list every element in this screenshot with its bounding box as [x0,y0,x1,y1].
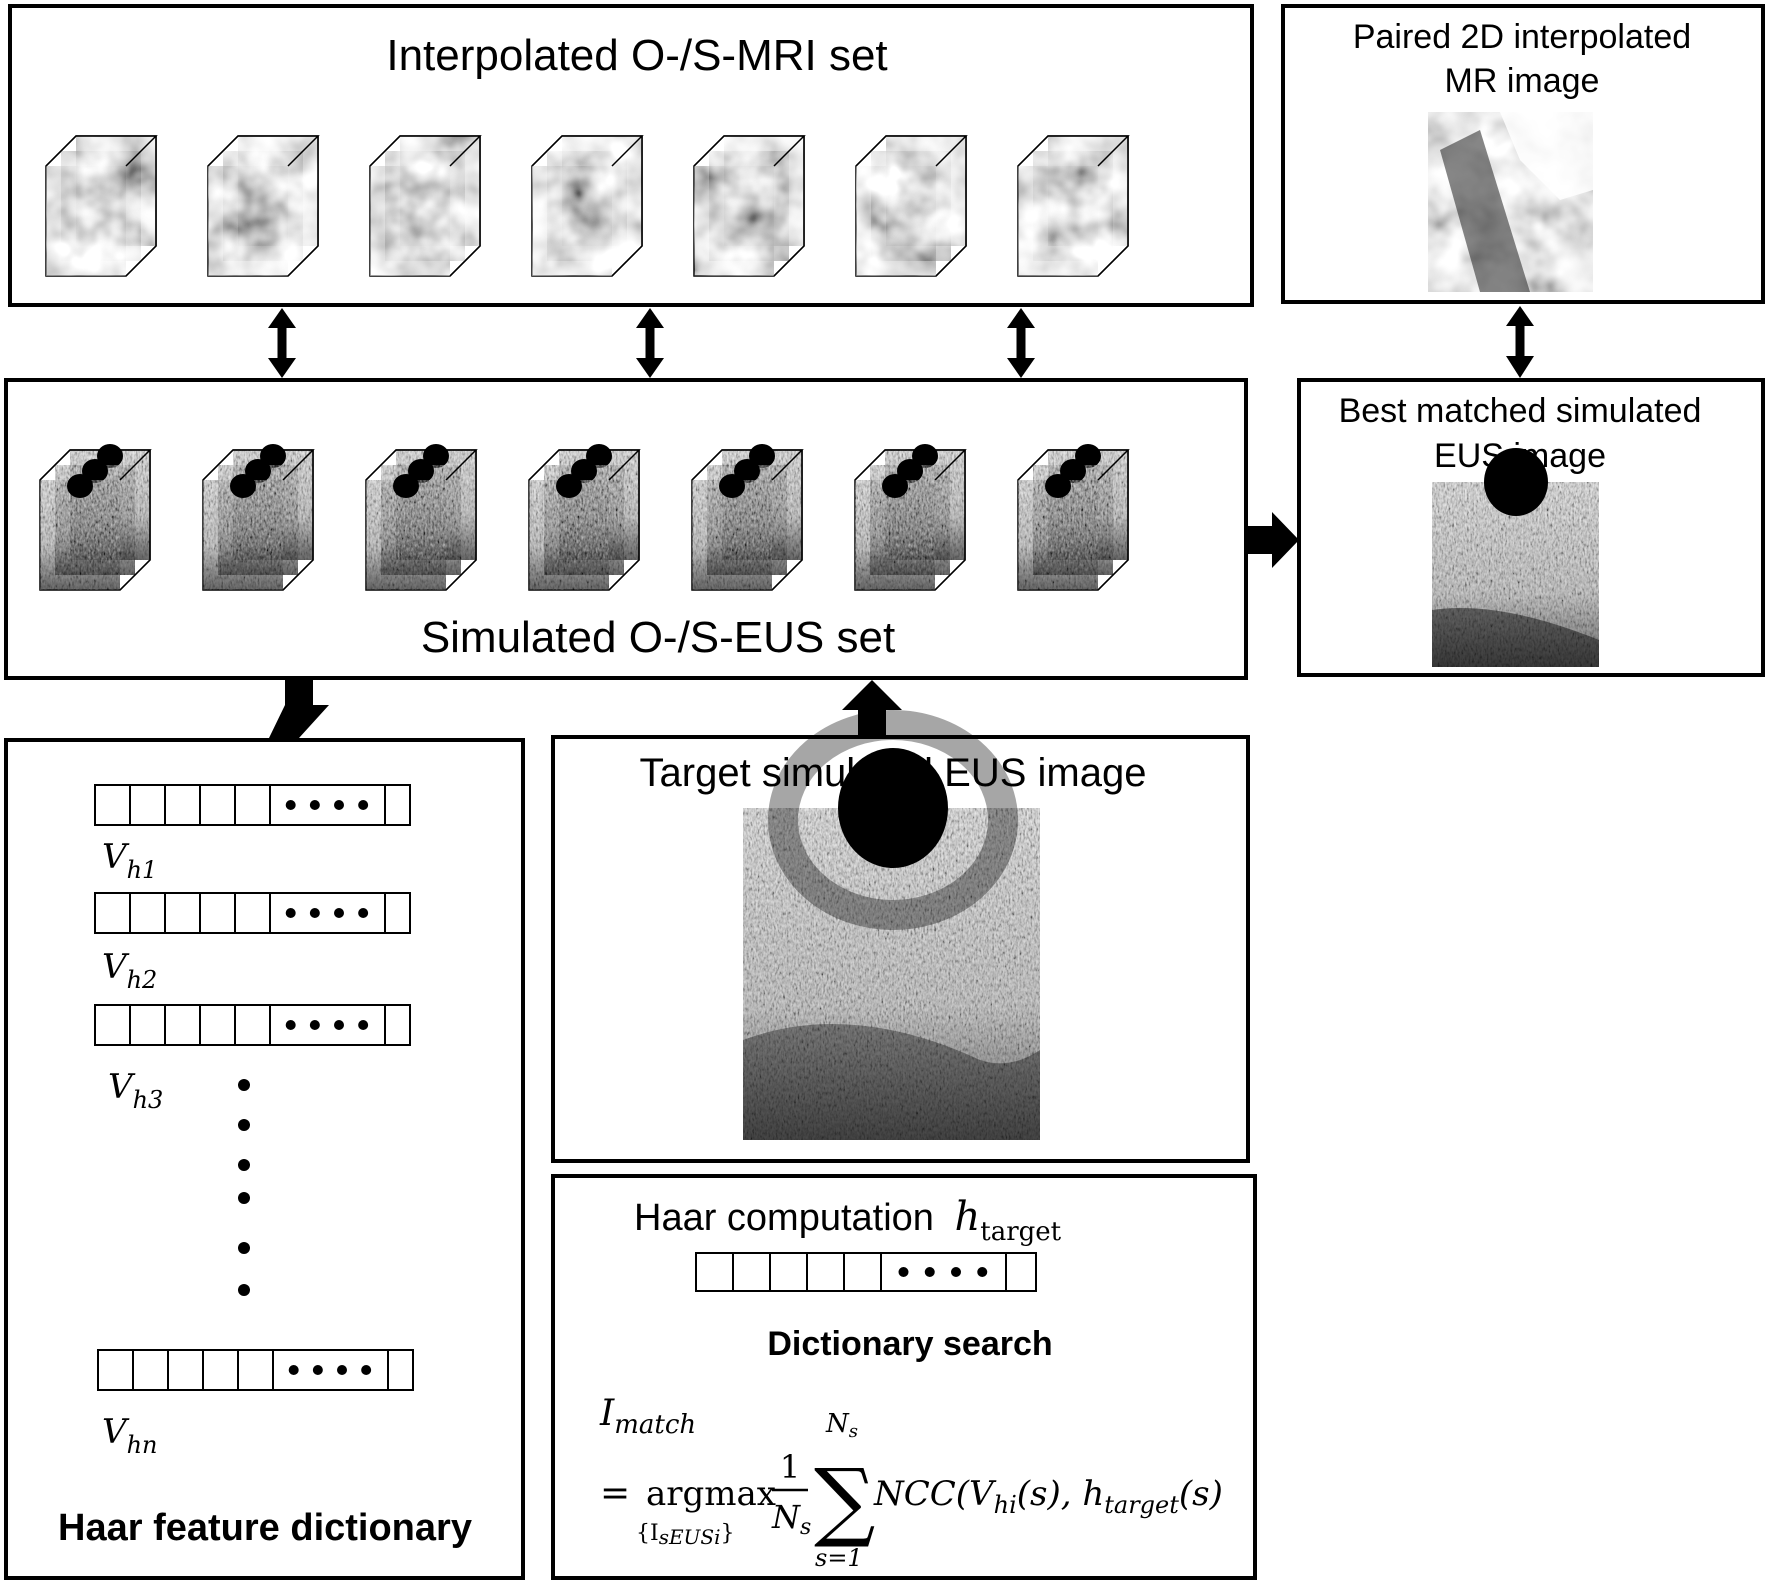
vector-label-hn: Vhn [102,1412,157,1459]
eus-panel [4,378,1248,680]
target-eus-image [743,710,1040,1140]
paired-mr-image [1428,112,1593,292]
mri-panel-title: Interpolated O-/S-MRI set [386,31,887,80]
mri-cube-stack-2 [207,135,320,277]
svg-text:{IsEUSi}: {IsEUSi} [636,1521,735,1549]
mri-cube-stack-4 [531,135,644,277]
haar-computation-label: Haar computation htarget [634,1194,1062,1247]
double-arrow-3-icon [1007,308,1035,378]
svg-text:1: 1 [780,1448,800,1486]
double-arrow-4-icon [1506,306,1534,378]
arrow-eus-to-best-icon [1247,512,1299,568]
mri-cube-stack-3 [369,135,482,277]
vector-label-h2: Vh2 [102,947,157,994]
dictionary-panel-title: Haar feature dictionary [58,1507,472,1549]
arrow-eus-to-dictionary-icon [269,680,329,738]
best-matched-panel [1297,378,1765,677]
eus-cube-stack-3 [365,444,478,591]
eus-cube-stack-2 [202,444,315,591]
eus-cube-stack-1 [39,444,152,591]
paired-title-line2: MR image [1445,62,1600,100]
dictionary-panel [4,738,525,1580]
haar-target-vector [695,1252,1037,1292]
mri-cube-stack-6 [855,135,968,277]
haar-panel [551,1174,1257,1580]
svg-text:s=1: s=1 [815,1544,863,1572]
mri-panel [8,4,1254,307]
eus-cube-stack-7 [1017,444,1130,591]
eus-cube-stack-4 [528,444,641,591]
svg-text:Ns: Ns [825,1409,858,1442]
svg-text:=: = [600,1473,630,1514]
mri-cube-stack-5 [693,135,806,277]
best-matched-eus-image [1432,448,1599,667]
dictionary-search-label: Dictionary search [767,1325,1052,1363]
svg-text:NCC(Vhi(s), htarget(s): NCC(Vhi(s), htarget(s) [873,1474,1223,1519]
double-arrow-1-icon [268,308,296,378]
haar-target-cells [695,1252,1037,1292]
vertical-ellipsis [238,1079,250,1296]
arrow-target-to-eus-icon [842,680,902,737]
dictionary-vector-h2 [94,892,411,934]
mri-cube-stack-7 [1017,135,1130,277]
paired-title-line1: Paired 2D interpolated [1353,18,1691,56]
svg-text:Ns: Ns [771,1498,811,1540]
eus-cube-stack-6 [854,444,967,591]
dictionary-vector-h1 [94,784,411,826]
dictionary-vector-hn [97,1349,414,1391]
arrows [268,306,1534,738]
eus-cube-stack-5 [691,444,804,591]
svg-text:argmax: argmax [646,1474,776,1514]
vector-label-h3: Vh3 [108,1067,163,1114]
match-formula: Imatch = argmax {IsEUSi} 1 Ns Ns ∑ s=1 N… [599,1393,1223,1572]
paired-mr-panel [1281,4,1765,304]
eus-cube-stacks [39,444,1130,591]
mri-cube-stacks [45,135,1130,277]
target-panel [551,735,1250,1163]
mri-cube-stack-1 [45,135,158,277]
svg-text:Imatch: Imatch [599,1393,696,1440]
double-arrow-2-icon [636,308,664,378]
sum-symbol-icon: ∑ [814,1451,875,1551]
eus-panel-title: Simulated O-/S-EUS set [421,613,895,662]
dictionary-vector-h3 [94,1004,411,1046]
vector-label-h1: Vh1 [102,837,157,884]
best-title-line1: Best matched simulated [1339,392,1702,430]
